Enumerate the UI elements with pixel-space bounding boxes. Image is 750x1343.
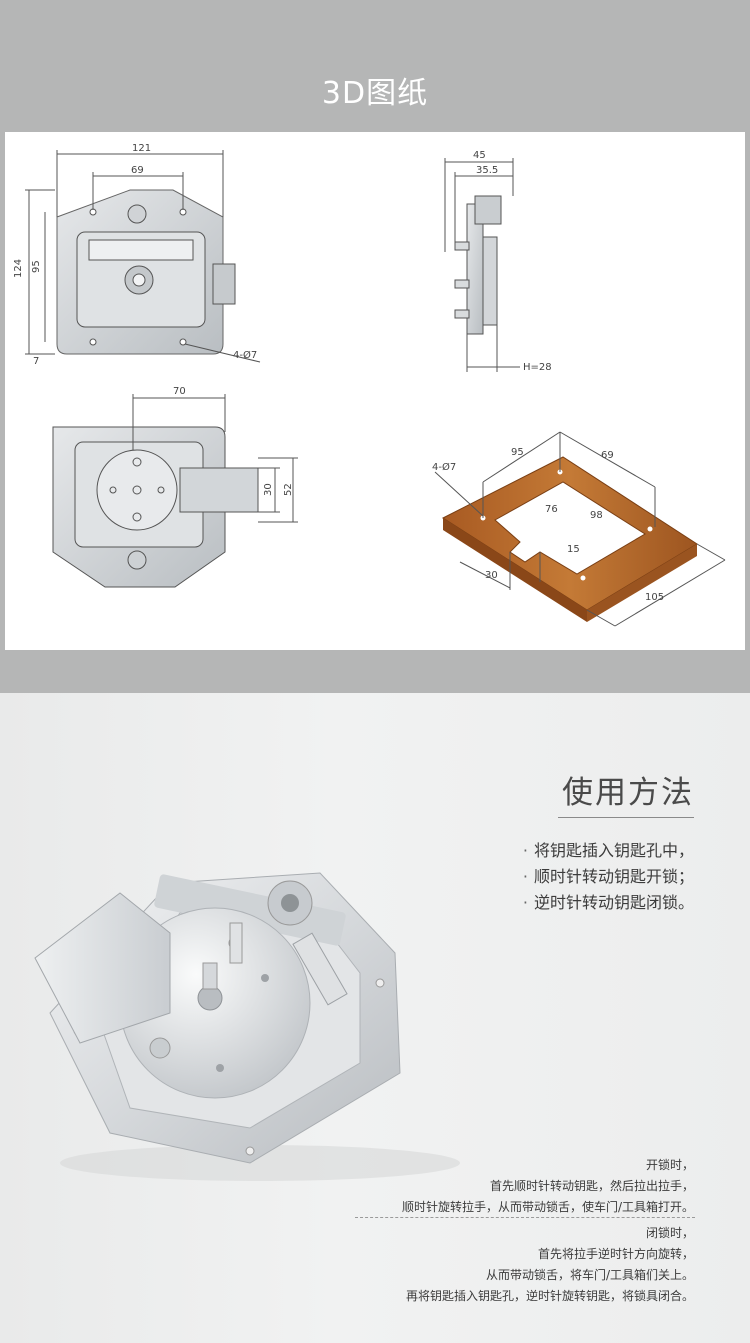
cutout-dim-b: 69 xyxy=(601,450,614,461)
back-dim-offset: 70 xyxy=(173,386,186,397)
side-dim-depth: 45 xyxy=(473,150,486,161)
cutout-hole-callout: 4-Ø7 xyxy=(432,461,456,473)
usage-step: ·将钥匙插入钥匙孔中， xyxy=(522,841,694,860)
front-dim-key: 69 xyxy=(131,165,144,176)
usage-heading: 使用方法 xyxy=(562,775,694,811)
usage-step: ·顺时针转动钥匙开锁； xyxy=(522,867,694,886)
side-view xyxy=(444,158,520,372)
cutout-dim-d: 98 xyxy=(590,510,603,521)
cutout-dim-e: 15 xyxy=(567,544,580,555)
back-view xyxy=(52,394,298,588)
technical-drawing: 121 69 124 95 7 4-Ø7 45 35. xyxy=(13,143,726,627)
cutout-view xyxy=(434,431,726,627)
front-hole-callout: 4-Ø7 xyxy=(233,349,257,361)
lock-instructions: 闭锁时， 首先将拉手逆时针方向旋转， 从而带动锁舌，将车门/工具箱们关上。 再将… xyxy=(405,1226,694,1303)
cutout-dim-g: 105 xyxy=(645,592,664,603)
cutout-dim-c: 76 xyxy=(545,504,558,515)
unlock-instructions: 开锁时， 首先顺时针转动钥匙，然后拉出拉手， 顺时针旋转拉手，从而带动锁舌，使车… xyxy=(401,1158,694,1214)
cutout-dim-a: 95 xyxy=(511,447,524,458)
heading-divider xyxy=(558,817,694,818)
front-view xyxy=(25,150,261,363)
technical-drawing-panel: 121 69 124 95 7 4-Ø7 45 35. xyxy=(5,132,745,650)
usage-step: ·逆时针转动钥匙闭锁。 xyxy=(522,893,694,912)
usage-steps: ·将钥匙插入钥匙孔中， ·顺时针转动钥匙开锁； ·逆时针转动钥匙闭锁。 xyxy=(523,838,694,916)
drawing-section: 3D图纸 xyxy=(0,0,750,693)
side-label-h: H=28 xyxy=(523,362,552,373)
front-dim-bottom: 7 xyxy=(33,356,39,367)
usage-section: 使用方法 ·将钥匙插入钥匙孔中， ·顺时针转动钥匙开锁； ·逆时针转动钥匙闭锁。… xyxy=(0,693,750,1343)
front-dim-width: 121 xyxy=(132,143,151,154)
section-title: 3D图纸 xyxy=(321,76,429,111)
side-dim-inner: 35.5 xyxy=(476,165,498,176)
latch-product-image xyxy=(34,872,460,1181)
back-dim-bolt: 30 xyxy=(263,483,274,496)
front-dim-inner: 95 xyxy=(31,260,42,273)
cutout-dim-f: 30 xyxy=(485,570,498,581)
back-dim-bolt-outer: 52 xyxy=(283,483,294,496)
dashed-divider xyxy=(355,1217,695,1218)
front-dim-height: 124 xyxy=(13,259,24,278)
